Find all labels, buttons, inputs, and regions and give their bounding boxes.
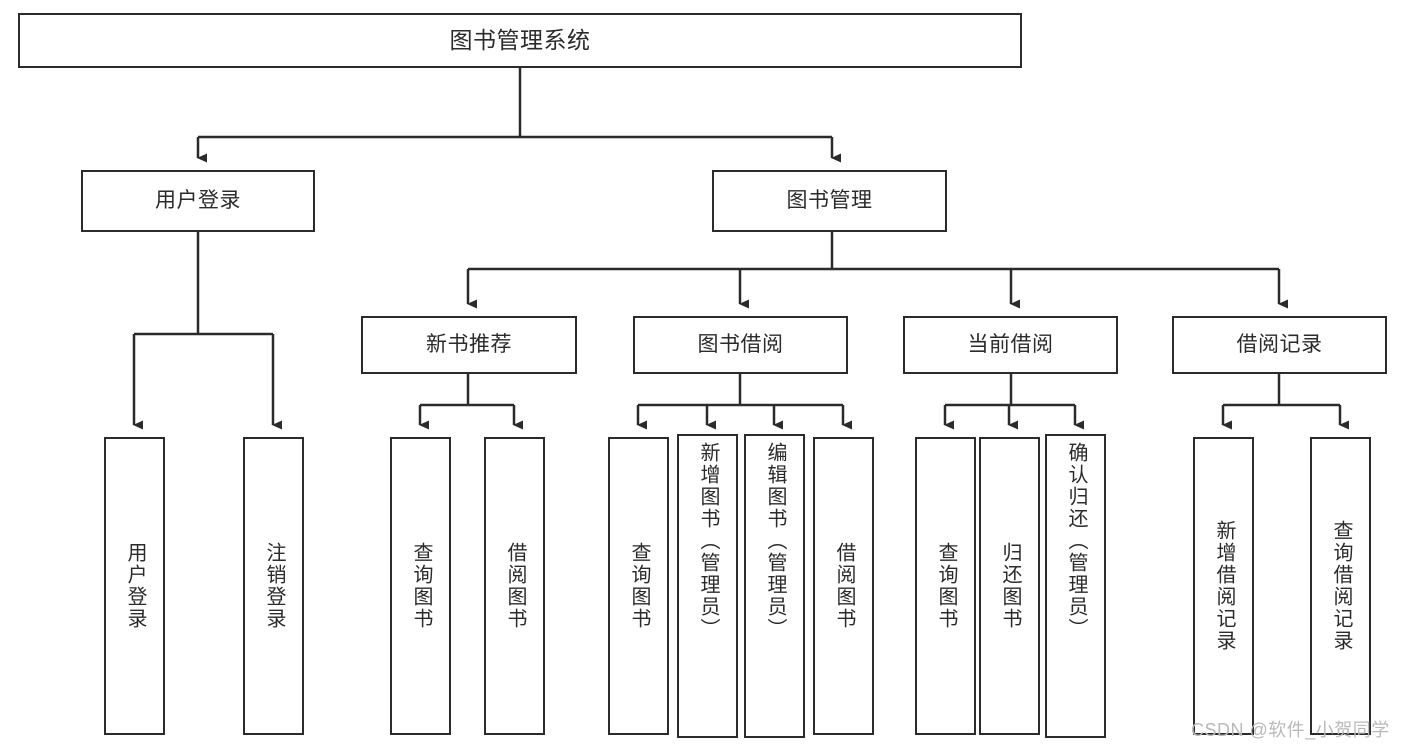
node-label: 新增借阅记录	[1213, 520, 1235, 652]
connector-user-login-to-leaves	[132, 232, 282, 430]
node-root-book-management-system[interactable]: 图书管理系统	[18, 13, 1022, 68]
node-leaf-logout[interactable]: 注销登录	[243, 437, 304, 735]
node-leaf-add-book-admin[interactable]: 新增图书（管理员）	[677, 434, 738, 738]
node-label: 用户登录	[155, 189, 241, 213]
node-leaf-query-book-current[interactable]: 查询图书	[915, 437, 976, 735]
node-label: 借阅记录	[1236, 333, 1323, 357]
node-book-borrow[interactable]: 图书借阅	[633, 316, 848, 374]
node-current-borrow[interactable]: 当前借阅	[903, 316, 1118, 374]
node-leaf-query-book-borrow[interactable]: 查询图书	[608, 437, 669, 735]
node-leaf-confirm-return-admin[interactable]: 确认归还（管理员）	[1045, 434, 1106, 738]
node-label: 查询借阅记录	[1330, 520, 1352, 652]
node-user-login[interactable]: 用户登录	[81, 170, 315, 232]
node-label: 注销登录	[263, 542, 285, 630]
connector-root-to-bus	[198, 68, 832, 139]
node-leaf-query-borrow-record[interactable]: 查询借阅记录	[1310, 437, 1371, 735]
node-leaf-add-borrow-record[interactable]: 新增借阅记录	[1193, 437, 1254, 735]
node-label: 新增图书（管理员）	[697, 442, 719, 640]
node-label: 新书推荐	[426, 333, 512, 357]
node-leaf-query-book-newbook[interactable]: 查询图书	[390, 437, 451, 735]
node-leaf-borrow-book-newbook[interactable]: 借阅图书	[484, 437, 545, 735]
node-borrow-record[interactable]: 借阅记录	[1172, 316, 1387, 374]
connector-borrow-record-to-leaves	[1221, 374, 1349, 430]
node-label: 确认归还（管理员）	[1065, 442, 1087, 640]
node-label: 图书借阅	[697, 333, 784, 357]
node-leaf-user-login[interactable]: 用户登录	[104, 437, 165, 735]
node-label: 借阅图书	[833, 542, 855, 630]
node-label: 查询图书	[935, 542, 957, 630]
connector-new-book-to-leaves	[418, 374, 523, 430]
node-label: 查询图书	[628, 542, 650, 630]
node-label: 图书管理	[786, 189, 873, 213]
node-label: 当前借阅	[967, 333, 1054, 357]
node-label: 图书管理系统	[449, 26, 591, 53]
node-label: 编辑图书（管理员）	[764, 442, 786, 640]
node-leaf-return-book[interactable]: 归还图书	[979, 437, 1040, 735]
node-label: 用户登录	[124, 542, 146, 630]
node-leaf-edit-book-admin[interactable]: 编辑图书（管理员）	[744, 434, 805, 738]
node-book-management[interactable]: 图书管理	[712, 170, 947, 232]
connector-current-borrow-to-leaves	[943, 374, 1084, 430]
node-label: 借阅图书	[504, 542, 526, 630]
connector-book-borrow-to-leaves	[636, 374, 852, 430]
connector-book-management-to-level3	[466, 232, 1288, 309]
node-label: 归还图书	[999, 542, 1021, 630]
node-new-book-recommend[interactable]: 新书推荐	[361, 316, 577, 374]
node-label: 查询图书	[410, 542, 432, 630]
node-leaf-borrow-book[interactable]: 借阅图书	[813, 437, 874, 735]
